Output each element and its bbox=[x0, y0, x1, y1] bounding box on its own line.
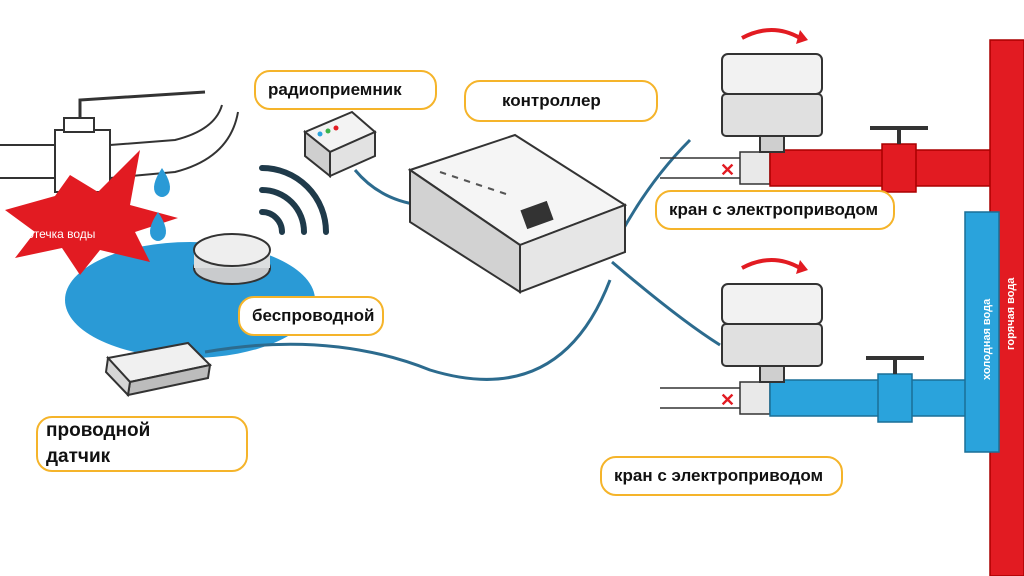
controller-label: контроллер bbox=[464, 80, 658, 122]
wired-sensor bbox=[104, 341, 213, 398]
rotation-arrowhead-icon bbox=[796, 30, 808, 44]
cold-water-pipe bbox=[660, 211, 1000, 453]
controller-device bbox=[407, 133, 628, 294]
motorized-valve-bottom bbox=[721, 283, 823, 383]
wired-sensor-label-line2: датчик bbox=[46, 446, 111, 467]
leak-burst bbox=[5, 150, 178, 275]
radio-receiver-device bbox=[303, 110, 377, 179]
cold-pipe-label: холодная вода bbox=[981, 298, 993, 380]
radio-receiver-label: радиоприемник bbox=[254, 70, 437, 110]
rotation-arrow-icon bbox=[741, 258, 801, 270]
closed-mark-icon: ✕ bbox=[720, 160, 735, 180]
wireless-sensor-label: беспроводной bbox=[238, 296, 384, 336]
rotation-arrowhead-icon bbox=[796, 260, 808, 274]
valve-bottom-label: кран с электроприводом bbox=[600, 456, 843, 496]
wired-sensor-label-line1: проводной bbox=[46, 420, 151, 441]
rotation-arrow-icon bbox=[741, 28, 801, 40]
water-drops bbox=[150, 168, 170, 241]
valve-top-label: кран с электроприводом bbox=[655, 190, 895, 230]
closed-mark-icon: ✕ bbox=[720, 390, 735, 410]
leaking-pipe bbox=[0, 90, 239, 193]
wireless-sensor bbox=[193, 233, 271, 285]
hot-pipe-label: горячая вода bbox=[1005, 277, 1017, 350]
wired-sensor-label: проводной датчик bbox=[36, 416, 248, 472]
leak-label: Протечка воды bbox=[12, 227, 95, 241]
cables bbox=[204, 138, 721, 381]
motorized-valve-top bbox=[721, 53, 823, 153]
wireless-signal-icon bbox=[259, 165, 329, 235]
